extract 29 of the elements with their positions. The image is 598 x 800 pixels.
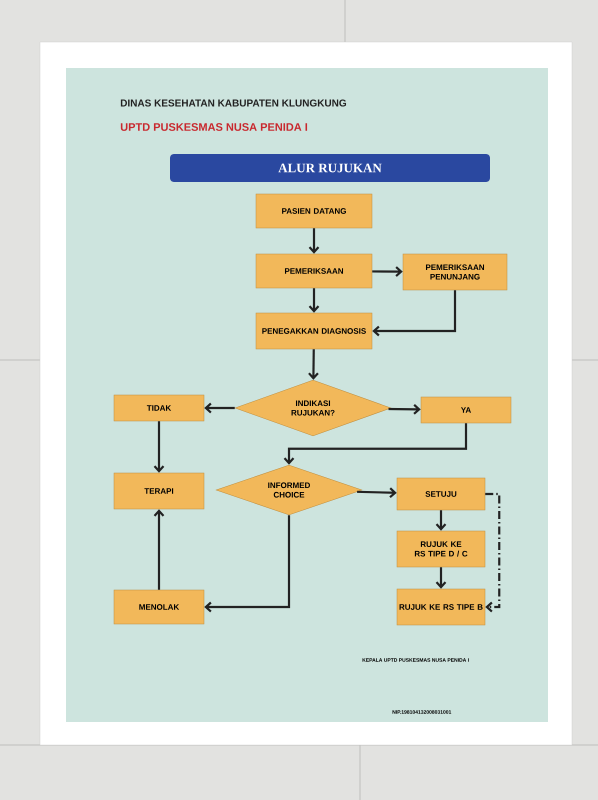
- process-box: PENEGAKKAN DIAGNOSIS: [256, 312, 372, 350]
- process-box: TERAPI: [114, 472, 204, 510]
- process-box: RUJUK KE RS TIPE B: [396, 588, 486, 626]
- arrow: [436, 567, 446, 589]
- arrow: [388, 404, 421, 415]
- arrow: [284, 423, 468, 465]
- title-banner: ALUR RUJUKAN: [170, 154, 490, 182]
- arrow: [204, 515, 290, 612]
- arrow: [204, 402, 235, 414]
- process-box: TIDAK: [114, 394, 204, 422]
- process-box: YA: [420, 396, 512, 424]
- header-text: DINAS KESEHATAN KABUPATEN KLUNGKUNG: [120, 99, 346, 107]
- process-box: RUJUK KE RS TIPE D / C: [396, 530, 486, 568]
- arrow: [308, 288, 320, 313]
- process-box: MENOLAK: [114, 590, 204, 624]
- arrow: [154, 509, 164, 590]
- process-box: PEMERIKSAAN PENUNJANG: [402, 254, 508, 290]
- arrow: [154, 421, 164, 473]
- arrow: [485, 492, 500, 612]
- arrow: [308, 349, 319, 380]
- arrow: [436, 510, 446, 531]
- arrow: [372, 266, 403, 277]
- process-box: PEMERIKSAAN: [256, 254, 372, 288]
- header-text: UPTD PUSKESMAS NUSA PENIDA I: [120, 123, 308, 131]
- arrow: [357, 487, 397, 498]
- process-box: PASIEN DATANG: [256, 194, 372, 228]
- process-box: SETUJU: [396, 478, 486, 510]
- arrow: [308, 228, 320, 254]
- arrow: [372, 290, 456, 336]
